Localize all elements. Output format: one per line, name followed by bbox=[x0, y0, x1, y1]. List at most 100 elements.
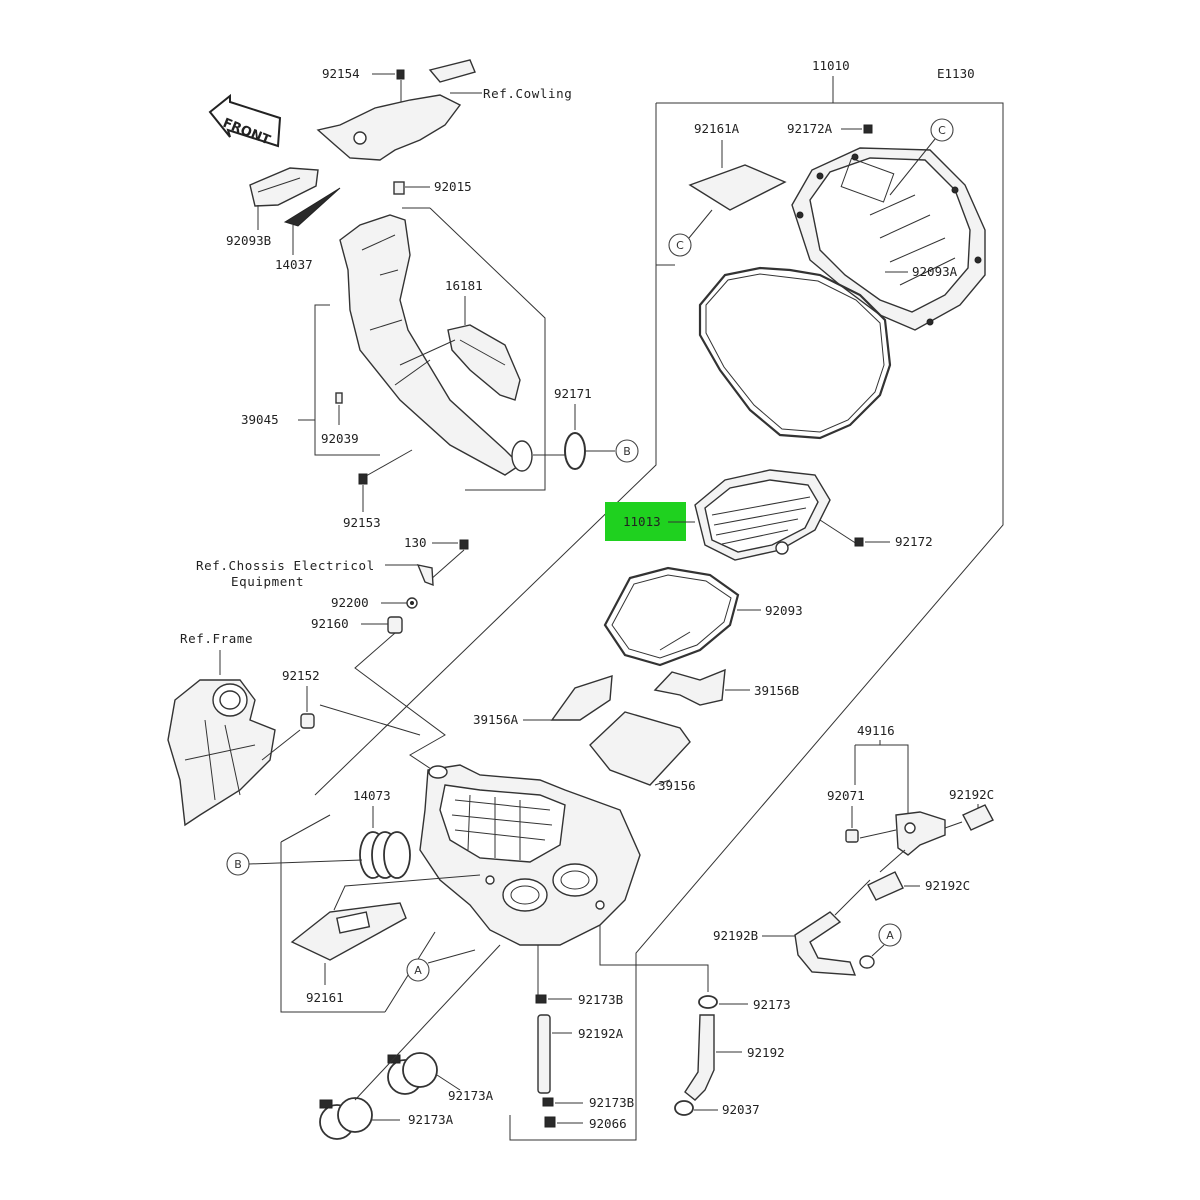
part-label-92154[interactable]: 92154 bbox=[322, 66, 360, 81]
part-label-92173B-2[interactable]: 92173B bbox=[589, 1095, 634, 1110]
part-label-92066[interactable]: 92066 bbox=[589, 1116, 627, 1131]
strip-14037[interactable] bbox=[283, 187, 341, 227]
part-label-39156B[interactable]: 39156B bbox=[754, 683, 799, 698]
hose-92192C-upper[interactable] bbox=[962, 804, 994, 831]
hose-92192B[interactable] bbox=[794, 911, 875, 976]
screw-92172A[interactable] bbox=[863, 124, 873, 134]
part-label-92200[interactable]: 92200 bbox=[331, 595, 369, 610]
marker-a-circle-2 bbox=[878, 923, 902, 947]
intake-duct-39045[interactable] bbox=[339, 214, 533, 476]
clip-92173B-upper[interactable] bbox=[535, 994, 547, 1004]
part-label-92192B[interactable]: 92192B bbox=[713, 928, 758, 943]
part-label-92173B-1[interactable]: 92173B bbox=[578, 992, 623, 1007]
air-filter-11013[interactable] bbox=[694, 469, 831, 561]
part-label-11013[interactable]: 11013 bbox=[623, 514, 661, 529]
part-label-92093[interactable]: 92093 bbox=[765, 603, 803, 618]
gasket-92093A[interactable] bbox=[698, 266, 892, 440]
part-label-130[interactable]: 130 bbox=[404, 535, 427, 550]
grommet-92015[interactable] bbox=[393, 181, 405, 195]
clip-92039[interactable] bbox=[335, 392, 343, 404]
clip-chassis[interactable] bbox=[416, 564, 434, 587]
part-label-92039[interactable]: 92039 bbox=[321, 431, 359, 446]
part-label-92161A[interactable]: 92161A bbox=[694, 121, 740, 136]
marker-a: A bbox=[414, 964, 422, 977]
marker-c-circle-2 bbox=[668, 233, 692, 257]
part-label-92037[interactable]: 92037 bbox=[722, 1102, 760, 1117]
marker-b: B bbox=[623, 445, 631, 458]
part-label-14073[interactable]: 14073 bbox=[353, 788, 391, 803]
part-label-16181[interactable]: 16181 bbox=[445, 278, 483, 293]
pad-92161[interactable] bbox=[290, 902, 407, 961]
marker-a-2: A bbox=[886, 929, 894, 942]
air-cleaner-housing[interactable] bbox=[419, 764, 641, 946]
bolt-92154[interactable] bbox=[396, 69, 405, 80]
part-label-92093B[interactable]: 92093B bbox=[226, 233, 271, 248]
air-cleaner-cover[interactable] bbox=[791, 147, 986, 331]
part-label-92192[interactable]: 92192 bbox=[747, 1045, 785, 1060]
hose-92192[interactable] bbox=[684, 1014, 715, 1101]
clamp-92173[interactable] bbox=[698, 995, 718, 1009]
joint-14073[interactable] bbox=[359, 831, 411, 879]
seal-92093B[interactable] bbox=[249, 167, 319, 207]
part-label-39156[interactable]: 39156 bbox=[658, 778, 696, 793]
part-label-92161[interactable]: 92161 bbox=[306, 990, 344, 1005]
part-label-39156A[interactable]: 39156A bbox=[473, 712, 519, 727]
diagram-code: E1130 bbox=[937, 66, 975, 81]
part-label-92192C-2[interactable]: 92192C bbox=[925, 878, 970, 893]
bolt-130[interactable] bbox=[459, 539, 469, 550]
marker-b-2: B bbox=[234, 858, 242, 871]
part-label-92171[interactable]: 92171 bbox=[554, 386, 592, 401]
clamp-92173A-lower[interactable] bbox=[319, 1097, 373, 1140]
part-label-92173A-2[interactable]: 92173A bbox=[408, 1112, 454, 1127]
frame-section bbox=[167, 679, 276, 827]
front-arrow: FRONT bbox=[208, 93, 282, 148]
part-label-92173A-1[interactable]: 92173A bbox=[448, 1088, 494, 1103]
part-label-92172[interactable]: 92172 bbox=[895, 534, 933, 549]
ref-chassis-line1: Ref.Chossis Electricol bbox=[196, 558, 375, 573]
plug-92066[interactable] bbox=[544, 1116, 556, 1128]
cowling-bracket[interactable] bbox=[316, 59, 476, 161]
screw-92172[interactable] bbox=[854, 537, 864, 547]
grommet-92071[interactable] bbox=[845, 829, 859, 843]
part-label-14037[interactable]: 14037 bbox=[275, 257, 313, 272]
grommet-92152[interactable] bbox=[300, 713, 315, 729]
hose-92192C-lower[interactable] bbox=[867, 871, 904, 901]
part-label-92160[interactable]: 92160 bbox=[311, 616, 349, 631]
part-label-92071[interactable]: 92071 bbox=[827, 788, 865, 803]
marker-b-circle bbox=[615, 439, 639, 463]
cover-16181[interactable] bbox=[447, 324, 521, 401]
part-label-11010[interactable]: 11010 bbox=[812, 58, 850, 73]
part-label-92172A[interactable]: 92172A bbox=[787, 121, 833, 136]
part-label-49116[interactable]: 49116 bbox=[857, 723, 895, 738]
bolt-92153[interactable] bbox=[358, 473, 368, 485]
ref-cowling: Ref.Cowling bbox=[483, 86, 572, 101]
ref-frame: Ref.Frame bbox=[180, 631, 253, 646]
clamp-92173A-upper[interactable] bbox=[387, 1052, 438, 1095]
hose-92192A[interactable] bbox=[537, 1014, 551, 1094]
marker-c: C bbox=[938, 124, 946, 137]
valve-49116[interactable] bbox=[895, 811, 946, 856]
part-label-92093A[interactable]: 92093A bbox=[912, 264, 958, 279]
clamp-92171[interactable] bbox=[564, 432, 586, 470]
part-label-92153[interactable]: 92153 bbox=[343, 515, 381, 530]
gasket-92093[interactable] bbox=[603, 566, 740, 667]
marker-c-circle bbox=[930, 118, 954, 142]
part-label-92015[interactable]: 92015 bbox=[434, 179, 472, 194]
baffle-39156B[interactable] bbox=[653, 668, 726, 706]
clip-92173B-lower[interactable] bbox=[542, 1097, 554, 1107]
part-label-92152[interactable]: 92152 bbox=[282, 668, 320, 683]
part-label-39045[interactable]: 39045 bbox=[241, 412, 279, 427]
assembly-11010-bracket: 11010 bbox=[314, 58, 1004, 1141]
washer-92200[interactable] bbox=[406, 597, 418, 609]
bracket-39045 bbox=[298, 207, 546, 491]
marker-a-circle bbox=[406, 958, 430, 982]
baffle-39156[interactable] bbox=[589, 711, 691, 786]
part-label-92192C-1[interactable]: 92192C bbox=[949, 787, 994, 802]
damper-92160[interactable] bbox=[387, 616, 403, 634]
part-label-92173[interactable]: 92173 bbox=[753, 997, 791, 1012]
plug-92037[interactable] bbox=[674, 1100, 694, 1116]
part-label-92192A[interactable]: 92192A bbox=[578, 1026, 624, 1041]
pad-92161A[interactable] bbox=[688, 164, 787, 211]
baffle-39156A[interactable] bbox=[550, 675, 613, 721]
